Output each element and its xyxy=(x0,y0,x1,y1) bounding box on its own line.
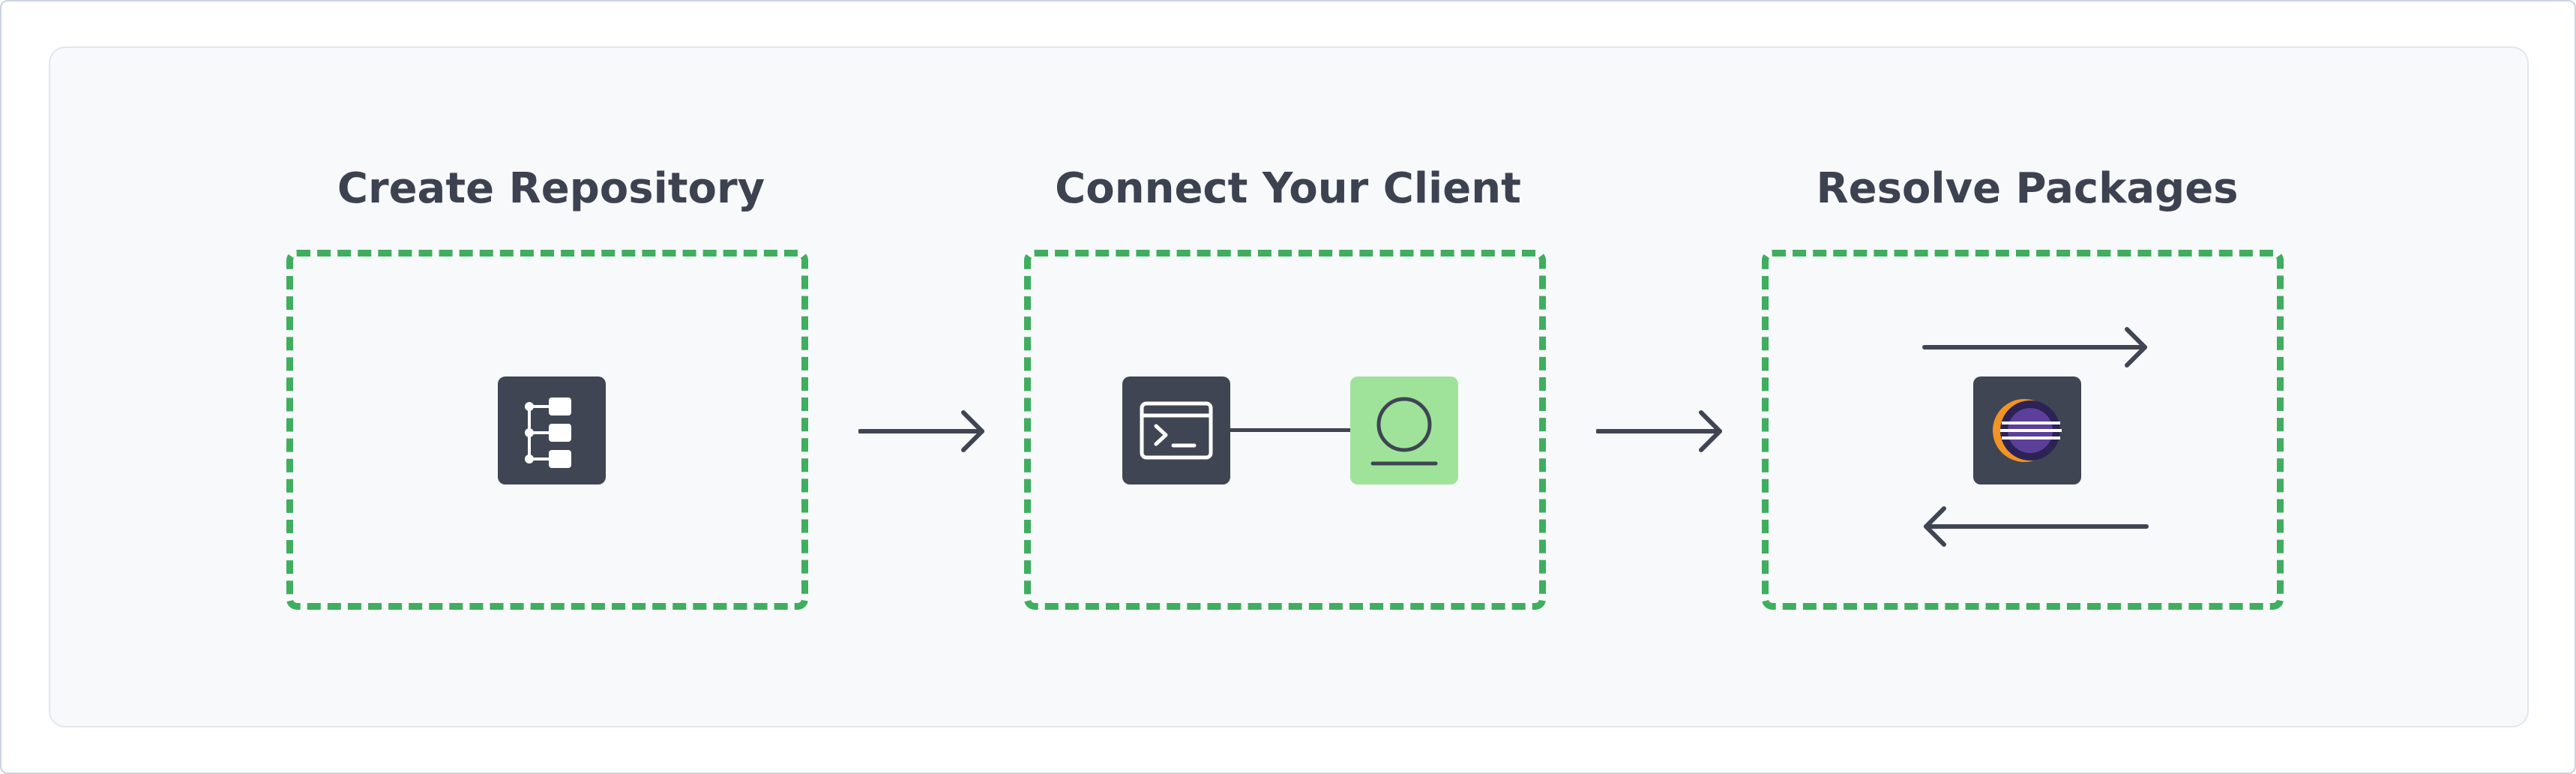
flow-arrow-1 xyxy=(858,410,984,452)
arrow-left-icon xyxy=(1924,506,2149,547)
step-title-resolve-packages: Resolve Packages xyxy=(1816,164,2239,213)
step-box-resolve-packages xyxy=(1762,250,2284,610)
step-box-create-repository xyxy=(286,250,808,610)
client-connector-line xyxy=(1230,428,1350,432)
terminal-icon xyxy=(1122,376,1230,484)
step-box-connect-your-client xyxy=(1024,250,1546,610)
user-icon xyxy=(1350,376,1458,484)
flow-arrow-2 xyxy=(1596,410,1722,452)
arrow-right-icon xyxy=(1922,327,2147,368)
diagram-panel xyxy=(49,46,2529,728)
eclipse-icon xyxy=(1973,376,2081,484)
repository-tree-icon xyxy=(498,376,606,484)
step-title-create-repository: Create Repository xyxy=(337,164,765,213)
step-title-connect-your-client: Connect Your Client xyxy=(1055,164,1521,213)
